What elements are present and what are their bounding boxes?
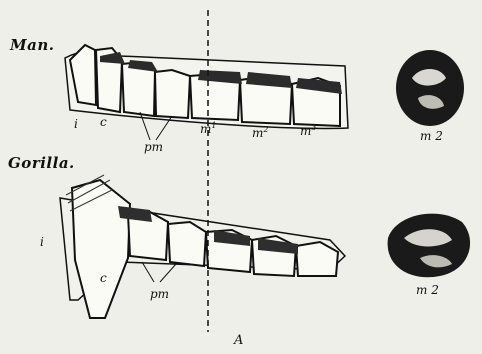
gorilla-crown-label: m 2 <box>416 284 439 296</box>
man-title: Man. <box>10 36 54 54</box>
gorilla-label-c: c <box>100 272 107 284</box>
man-label-pm: pm <box>144 141 163 153</box>
man-label-c: c <box>100 116 107 128</box>
gorilla-molar-crown <box>388 214 470 278</box>
man-label-m1: m1 <box>200 122 216 135</box>
man-crown-label: m 2 <box>420 130 443 142</box>
gorilla-label-pm: pm <box>150 288 169 300</box>
man-label-i: i <box>74 118 78 130</box>
gorilla-dentition <box>60 180 345 318</box>
man-label-m2: m2 <box>252 126 268 139</box>
gorilla-label-i: i <box>40 236 44 248</box>
man-molar-crown <box>396 50 464 126</box>
man-label-m3: m3 <box>300 124 316 137</box>
figure-caption: A <box>234 334 243 347</box>
gorilla-title: Gorilla. <box>8 154 75 172</box>
